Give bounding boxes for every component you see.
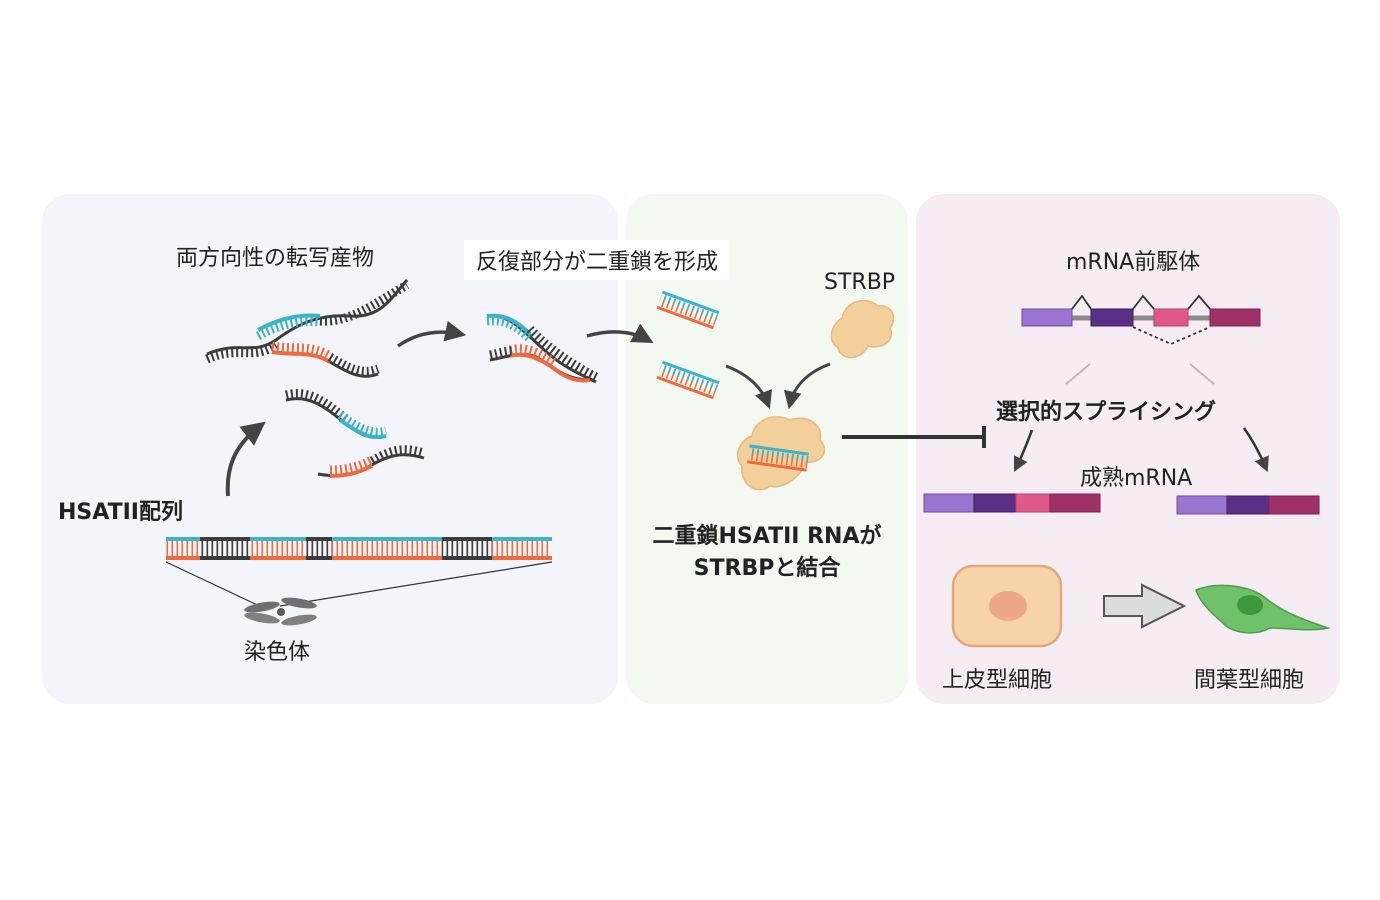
mesenchymal-cell-label: 間葉型細胞 — [1194, 668, 1305, 693]
hsatii-dna-sequence — [166, 537, 552, 560]
hybridization-arrow-2 — [586, 323, 654, 344]
hybridization-arrow-1 — [396, 320, 467, 348]
chromosome-icon — [244, 597, 317, 626]
transition-arrow — [1103, 583, 1187, 629]
splice-guide-left — [1065, 363, 1091, 385]
pre-mrna-label: mRNA前駆体 — [1066, 250, 1201, 275]
strbp-protein — [830, 299, 895, 359]
transcript-strand-4 — [317, 445, 426, 478]
binding-arrow-rna — [725, 364, 772, 410]
hybridizing-strands — [486, 313, 599, 384]
zoom-line-right — [279, 561, 553, 607]
splice-arrow-right — [1242, 427, 1269, 473]
transcript-strand-1 — [205, 279, 410, 364]
hsatii-sequence-label: HSATII配列 — [58, 500, 183, 525]
splice-guide-right — [1189, 363, 1215, 385]
transcript-strand-2 — [271, 341, 380, 378]
chromosome-label: 染色体 — [244, 640, 311, 665]
strbp-label: STRBP — [824, 270, 896, 295]
mature-mrna-mesenchymal — [1176, 495, 1320, 515]
pre-mrna — [1021, 294, 1261, 345]
transcript-strand-3 — [284, 389, 388, 440]
double-strand-rna-2 — [656, 360, 720, 400]
binding-label-line2: STRBPと結合 — [693, 556, 841, 581]
epithelial-cell-label: 上皮型細胞 — [942, 668, 1053, 693]
alternative-splicing-label: 選択的スプライシング — [996, 400, 1217, 425]
strbp-rna-complex — [736, 416, 826, 491]
mature-mrna-label: 成熟mRNA — [1080, 466, 1193, 491]
epithelial-cell-icon — [951, 564, 1063, 648]
splice-arrow-left — [1013, 429, 1034, 473]
binding-arrow-protein — [783, 362, 831, 410]
mesenchymal-cell-icon — [1195, 584, 1331, 634]
mature-mrna-epithelial — [923, 493, 1101, 513]
inhibition-arrow — [842, 426, 986, 448]
repeat-double-strand-label: 反復部分が二重鎖を形成 — [464, 240, 731, 280]
zoom-line-left — [165, 561, 269, 611]
double-strand-rna-1 — [656, 290, 720, 330]
transcription-arrow — [225, 421, 266, 497]
bidirectional-transcripts-label: 両方向性の転写産物 — [176, 246, 375, 271]
binding-label-line1: 二重鎖HSATII RNAが — [652, 524, 882, 549]
